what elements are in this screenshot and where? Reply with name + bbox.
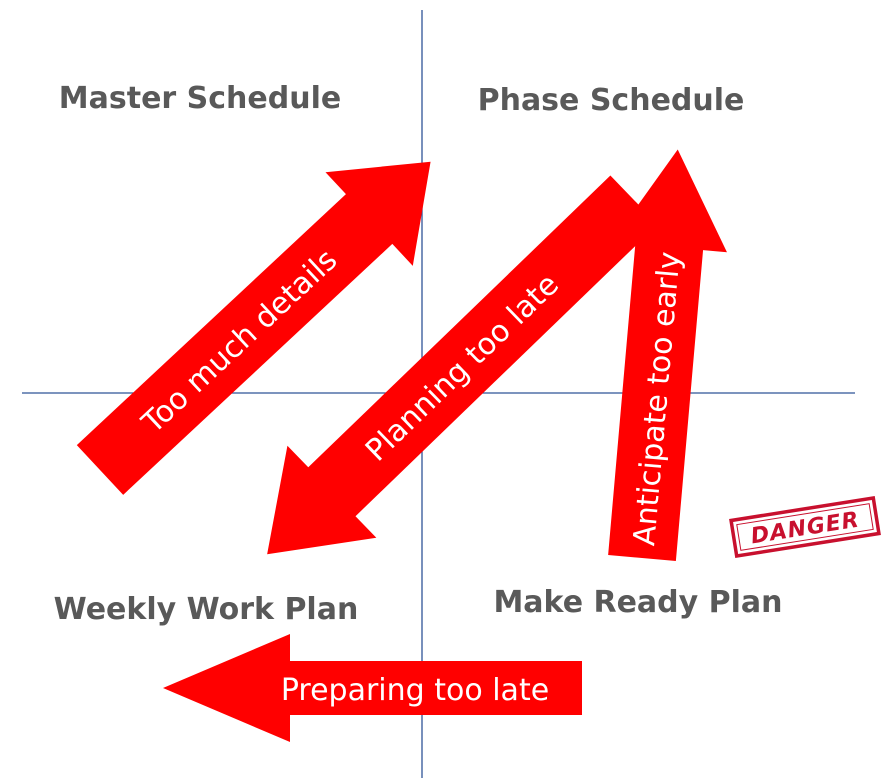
anticipate-too-early-arrow: Anticipate too early <box>608 149 727 561</box>
danger-stamp: DANGER <box>729 495 881 559</box>
make-ready-plan-label: Make Ready Plan <box>493 585 782 620</box>
preparing-too-late-arrow-shape <box>163 634 582 742</box>
anticipate-too-early-arrow-shape <box>608 149 727 561</box>
planning-too-late-text: Planning too late <box>359 267 566 468</box>
too-much-details-arrow-shape <box>76 161 431 495</box>
preparing-too-late-text: Preparing too late <box>281 673 549 708</box>
danger-stamp-border <box>729 495 881 559</box>
too-much-details-text: Too much details <box>135 243 344 442</box>
danger-stamp-inner-border <box>736 503 874 551</box>
master-schedule-label: Master Schedule <box>59 81 341 116</box>
planning-too-late-arrow-shape <box>267 175 658 555</box>
phase-schedule-label: Phase Schedule <box>478 83 745 118</box>
preparing-too-late-arrow: Preparing too late <box>163 634 582 742</box>
weekly-work-plan-label: Weekly Work Plan <box>54 592 359 627</box>
